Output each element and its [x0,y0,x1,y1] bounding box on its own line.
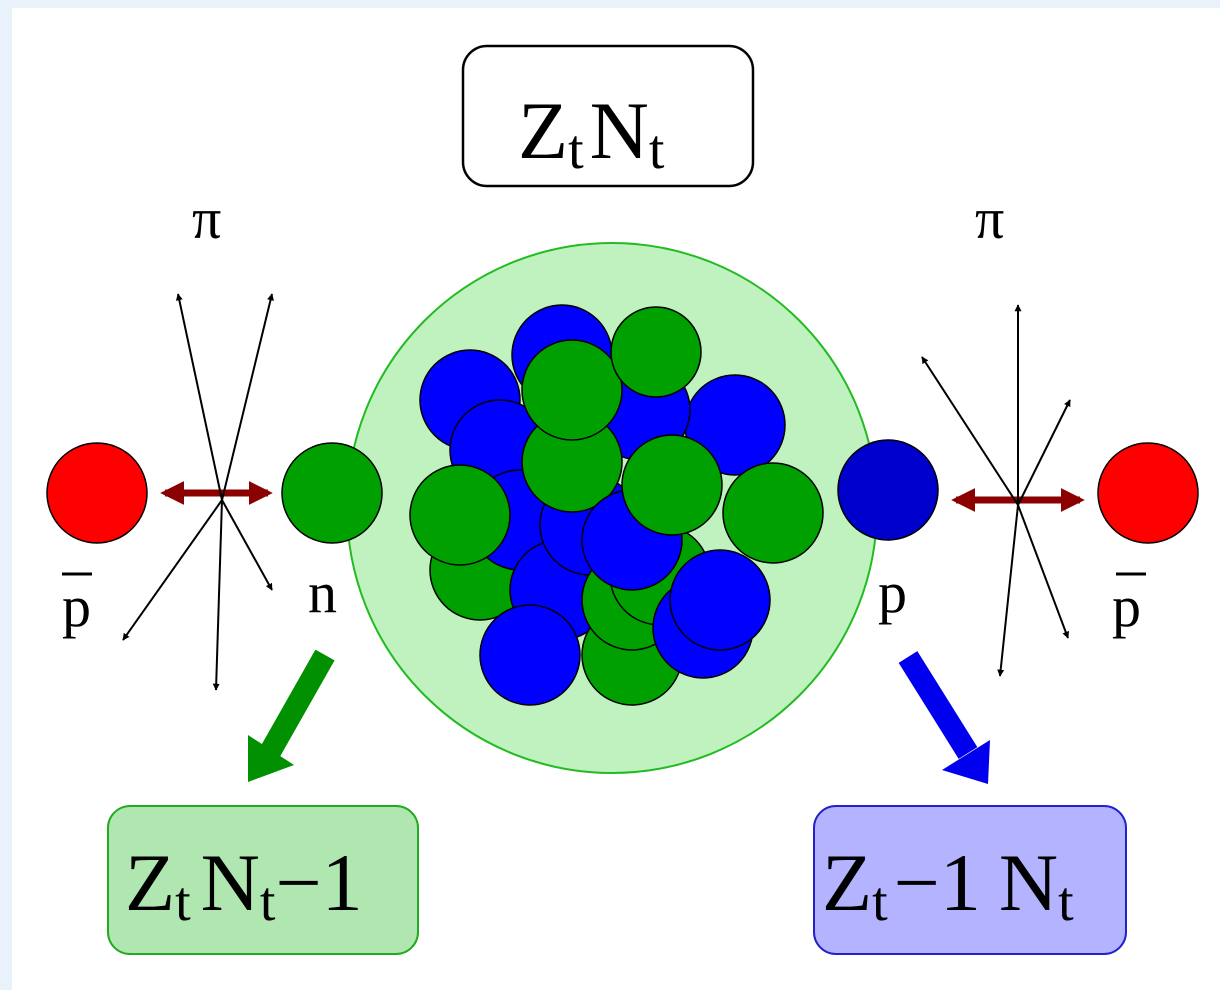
left-edge-band [0,0,12,990]
nucleon-neutron [722,462,824,564]
proton-label: p [878,560,907,625]
emitted-neutron [281,442,383,544]
antiproton-left [46,442,148,544]
residual-nucleus-box-neutron [107,805,419,955]
antiproton-label-left: p [62,574,91,639]
nucleon-neutron [521,339,623,441]
nucleon-neutron [610,306,702,398]
antiproton-label-right: p [1112,574,1141,639]
nucleon-neutron [621,434,723,536]
neutron-removal-arrow [248,649,335,782]
proton-removal-arrow [898,651,990,784]
nucleon-proton [479,604,581,706]
pion-label-left: π [192,186,221,251]
residual-nucleus-box-proton [813,805,1127,955]
nucleus-cluster [409,304,824,706]
nucleon-neutron [409,464,511,566]
pion-tracks-left [122,293,274,691]
emitted-proton [837,439,939,541]
pion-label-right: π [975,186,1004,251]
nucleon-proton [669,549,771,651]
antiproton-right [1097,442,1199,544]
target-nucleus-box [461,44,755,188]
target-box-label: ZtNt [518,85,665,181]
top-edge-band [0,0,1220,8]
neutron-label: n [308,560,337,625]
pion-tracks-right [921,304,1071,677]
